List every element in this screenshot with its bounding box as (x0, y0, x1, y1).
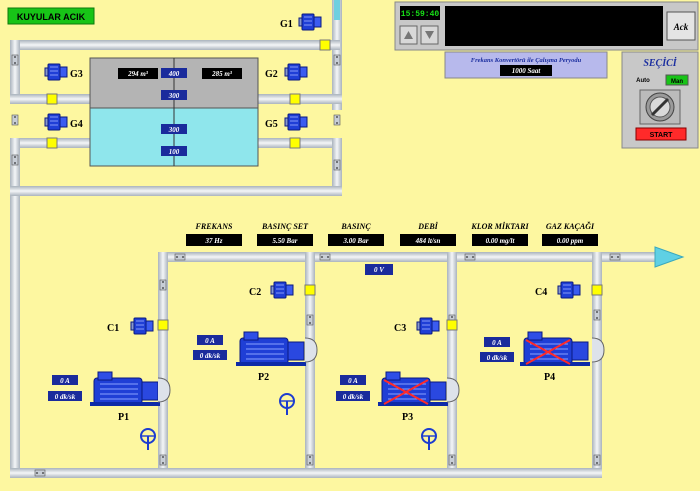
controller-c4-label: C4 (535, 287, 547, 298)
controller-c2-label: C2 (249, 287, 261, 298)
generator-g3[interactable]: G3 (44, 63, 83, 81)
clock-display: 15:59:40 (401, 10, 440, 19)
metric-value: 0.00 ppm (557, 237, 584, 245)
fault-x-icon-stroke (383, 379, 429, 405)
controller-c1[interactable]: C1 (107, 317, 154, 335)
controller-c1-label: C1 (107, 323, 119, 334)
voltage-value: 0 V (374, 266, 385, 274)
generator-g2[interactable]: G2 (265, 63, 308, 81)
metric-value: 0.00 mg/lt (486, 237, 516, 245)
fault-x-icon-stroke (525, 339, 571, 365)
reservoir-tank: 294 m³ 285 m³ 400 300 300 100 (89, 57, 259, 167)
generator-g2-label: G2 (265, 69, 278, 80)
metric-label: BASINÇ SET (261, 222, 309, 231)
pump-label: P1 (118, 412, 129, 423)
metric-label: DEBİ (417, 221, 438, 231)
metric-pressure: BASINÇ 3.00 Bar (328, 222, 384, 246)
controller-c3-label: C3 (394, 323, 406, 334)
metric-label: FREKANS (195, 222, 233, 231)
wells-open-badge-text: KUYULAR ACIK (17, 12, 86, 22)
metric-value: 5.50 Bar (273, 237, 298, 245)
tank-mid-bottom: 100 (169, 148, 180, 156)
scroll-up-button[interactable] (399, 25, 418, 45)
pump-current: 0 A (492, 339, 502, 347)
pump-runtime: 0 dk/sk (55, 393, 76, 401)
voltage-display: 0 V (365, 264, 393, 275)
alarm-log[interactable] (445, 6, 663, 46)
metric-label: BASINÇ (340, 222, 371, 231)
metric-value: 3.00 Bar (343, 237, 369, 245)
pump-runtime: 0 dk/sk (487, 354, 508, 362)
selector-panel: SEÇİCİ Auto Man START (621, 51, 699, 149)
controller-c2[interactable]: C2 (249, 281, 294, 299)
triangle-down-icon (425, 31, 434, 39)
tank-level-top-left (118, 68, 158, 79)
selector-auto-label: Auto (636, 78, 650, 84)
controller-c4[interactable]: C4 (535, 281, 581, 299)
metric-value: 37 Hz (205, 237, 223, 245)
pump-current: 0 A (348, 377, 358, 385)
generator-g4-label: G4 (70, 119, 83, 130)
selector-title: SEÇİCİ (643, 57, 677, 69)
period-value: 1000 Saat (512, 67, 542, 75)
metric-pressure-set: BASINÇ SET 5.50 Bar (257, 222, 313, 246)
generator-g5-label: G5 (265, 119, 278, 130)
start-button[interactable]: START (635, 127, 687, 141)
ack-button-label: Ack (673, 22, 689, 32)
pump-current: 0 A (205, 337, 215, 345)
generator-g5[interactable]: G5 (265, 113, 308, 131)
pump-current: 0 A (60, 377, 70, 385)
tank-mid-top: 400 (168, 70, 180, 78)
metric-label: GAZ KAÇAĞI (546, 221, 595, 231)
pump-label: P4 (544, 372, 555, 383)
converter-period-panel: Frekans Konvertörü ile Çalışma Peryodu 1… (444, 51, 608, 79)
metric-chlorine: KLOR MİKTARI 0.00 mg/lt (470, 221, 529, 246)
pump-label: P3 (402, 412, 413, 423)
generator-g4[interactable]: G4 (44, 113, 83, 131)
tank-mid-upper: 300 (168, 92, 180, 100)
triangle-up-icon (404, 31, 413, 39)
metric-gas-leak: GAZ KAÇAĞI 0.00 ppm (542, 221, 598, 246)
mode-selector-knob[interactable] (639, 89, 681, 125)
wells-open-badge: KUYULAR ACIK (7, 7, 95, 25)
pump-p4[interactable]: 0 A 0 dk/sk P4 (480, 331, 605, 383)
start-button-label: START (650, 132, 674, 139)
tank-mid-lower: 300 (168, 126, 180, 134)
scroll-down-button[interactable] (420, 25, 439, 45)
ack-button[interactable]: Ack (666, 11, 696, 41)
metric-value: 484 lt/sn (415, 237, 441, 245)
tank-level-top-right-text: 285 m³ (211, 70, 233, 78)
metric-frequency: FREKANS 37 Hz (186, 222, 242, 246)
tank-level-top-left-text: 294 m³ (127, 70, 149, 78)
pump-label: P2 (258, 372, 269, 383)
tank-level-top-right (202, 68, 242, 79)
pump-p3[interactable]: 0 A 0 dk/sk P3 (336, 371, 460, 451)
pipe-network (10, 0, 685, 478)
alarm-panel: 15:59:40 Ack (394, 1, 699, 51)
selector-manual-label: Man (671, 79, 683, 85)
metric-label: KLOR MİKTARI (470, 221, 529, 231)
pump-p1[interactable]: 0 A 0 dk/sk P1 (48, 371, 171, 451)
controller-c3[interactable]: C3 (394, 317, 440, 335)
generator-g3-label: G3 (70, 69, 83, 80)
pump-p2[interactable]: 0 A 0 dk/sk P2 (193, 331, 318, 416)
pump-runtime: 0 dk/sk (200, 352, 221, 360)
generator-g1[interactable]: G1 (280, 13, 322, 31)
period-label: Frekans Konvertörü ile Çalışma Peryodu (471, 57, 582, 64)
pump-runtime: 0 dk/sk (343, 393, 364, 401)
metric-flow: DEBİ 484 lt/sn (400, 221, 456, 246)
generator-g1-label: G1 (280, 19, 293, 30)
